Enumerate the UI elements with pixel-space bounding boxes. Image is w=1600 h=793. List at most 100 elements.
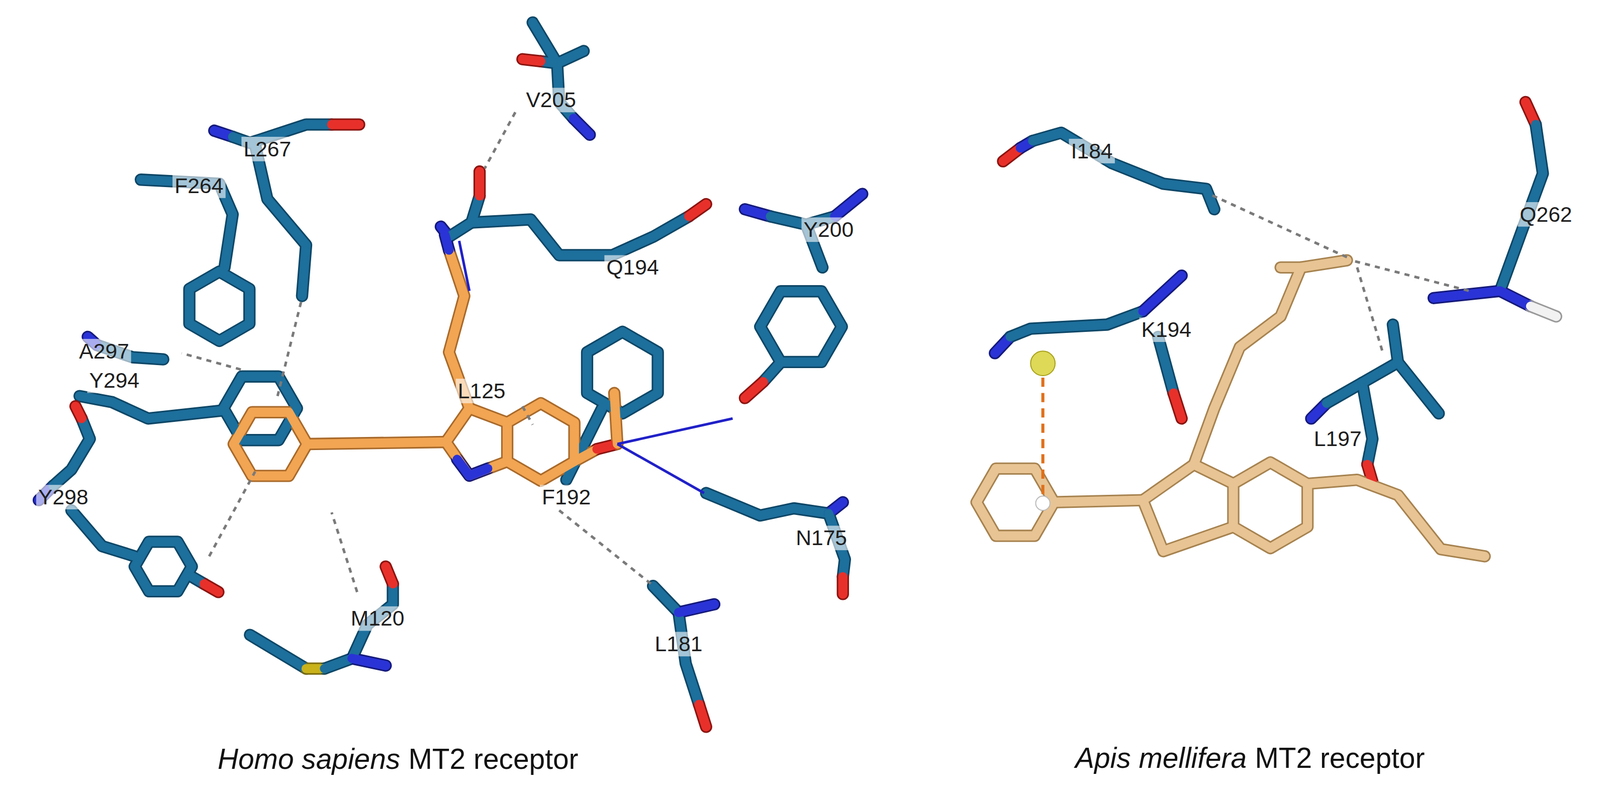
bond-stick [249, 634, 307, 669]
bond-stick [456, 458, 488, 476]
bond-outline [573, 118, 590, 135]
bond-stick [1054, 500, 1144, 503]
caption-text: MT2 receptor [1254, 740, 1425, 776]
bond-outline [1433, 291, 1500, 299]
cation-pi-dash [1041, 377, 1045, 495]
species-name: Homo sapiens [217, 741, 401, 777]
interaction-dash [484, 112, 516, 169]
bond-outline [706, 492, 829, 516]
residue-label: Q262 [1517, 202, 1574, 227]
caption-text: MT2 receptor [408, 741, 579, 777]
interaction-dash [1357, 267, 1383, 352]
bond-stick [1233, 462, 1308, 549]
bond-stick [471, 216, 689, 255]
residue-label: I184 [1069, 138, 1115, 164]
bond-stick [1392, 324, 1398, 363]
ring-centroid [1035, 496, 1050, 511]
residue-label: L125 [455, 378, 508, 404]
bond-stick [1499, 291, 1531, 307]
bond-stick [1158, 336, 1174, 394]
interaction-dash [1355, 261, 1470, 292]
bond-outline [507, 403, 575, 481]
bond-stick [75, 406, 82, 419]
bond-stick [445, 408, 508, 476]
bond-stick [706, 492, 829, 516]
bond-outline [444, 234, 449, 250]
bond-outline [744, 381, 764, 398]
bond-outline [1054, 500, 1144, 503]
bond-outline [1143, 275, 1182, 312]
residue-label: A297 [76, 338, 132, 364]
hydrogen-bond [458, 240, 469, 291]
bond-stick [614, 393, 618, 444]
hydrogen-bond [617, 443, 705, 493]
bond-outline [75, 406, 82, 419]
bond-stick [134, 541, 193, 591]
residue-label: Y294 [87, 368, 142, 394]
bond-outline [445, 408, 508, 476]
interaction-dash [181, 352, 241, 369]
bond-stick [1032, 132, 1214, 210]
bond-outline [1499, 291, 1531, 307]
interaction-dash [331, 512, 358, 592]
residue-label: N175 [793, 525, 850, 550]
interaction-dash [558, 510, 651, 584]
bond-outline [699, 704, 707, 727]
bond-outline [385, 566, 393, 585]
bond-outline [307, 441, 446, 444]
bond-stick [1530, 306, 1557, 317]
stick-outlines [38, 22, 1557, 727]
bond-outline [204, 583, 219, 592]
bond-outline [53, 418, 90, 486]
residue-label: Q194 [604, 254, 661, 280]
residue-label: V205 [523, 87, 579, 113]
bond-outline [836, 576, 850, 595]
bond-outline [1362, 382, 1373, 464]
bond-outline [1032, 132, 1214, 210]
bond-outline [1010, 311, 1144, 337]
bond-stick [1173, 393, 1182, 419]
bond-outline [448, 196, 480, 237]
sticks [38, 22, 1557, 727]
bond-outline [834, 194, 863, 217]
bond-stick [331, 120, 360, 130]
bond-outline [71, 510, 135, 556]
bond-outline [471, 216, 689, 255]
bond-stick [233, 412, 308, 477]
bond-stick [1326, 362, 1439, 414]
bond-stick [385, 566, 393, 585]
bond-outline [134, 541, 193, 591]
bond-outline [189, 271, 250, 341]
bond-outline [254, 144, 306, 296]
bond-outline [1173, 393, 1182, 419]
bond-stick [1433, 291, 1500, 299]
bond-outline [473, 171, 486, 197]
bond-stick [351, 657, 386, 666]
bond-stick [1010, 311, 1144, 337]
bond-outline [1143, 464, 1235, 552]
residue-label: L267 [241, 136, 294, 162]
bond-outline [331, 118, 360, 131]
hydrogen-bond [617, 418, 733, 444]
bond-outline [760, 291, 842, 362]
bond-outline [587, 331, 658, 414]
interaction-dash [1209, 194, 1348, 258]
bond-stick [1306, 479, 1485, 556]
bond-stick [834, 194, 863, 217]
species-name: Apis mellifera [1075, 740, 1247, 776]
bond-stick [1143, 275, 1182, 312]
bond-outline [1158, 336, 1174, 394]
bond-stick [838, 576, 848, 595]
bond-outline [1280, 261, 1302, 274]
bond-stick [678, 604, 715, 613]
caption-row: Homo sapiensMT2 receptor [217, 741, 579, 777]
residue-label: Y200 [801, 217, 856, 242]
bond-stick [1280, 262, 1302, 272]
bond-stick [53, 418, 90, 486]
bond-outline [614, 393, 618, 444]
bond-stick [448, 196, 480, 237]
caption-row: Apis melliferaMT2 receptor [1075, 740, 1425, 776]
bond-stick [444, 234, 449, 250]
